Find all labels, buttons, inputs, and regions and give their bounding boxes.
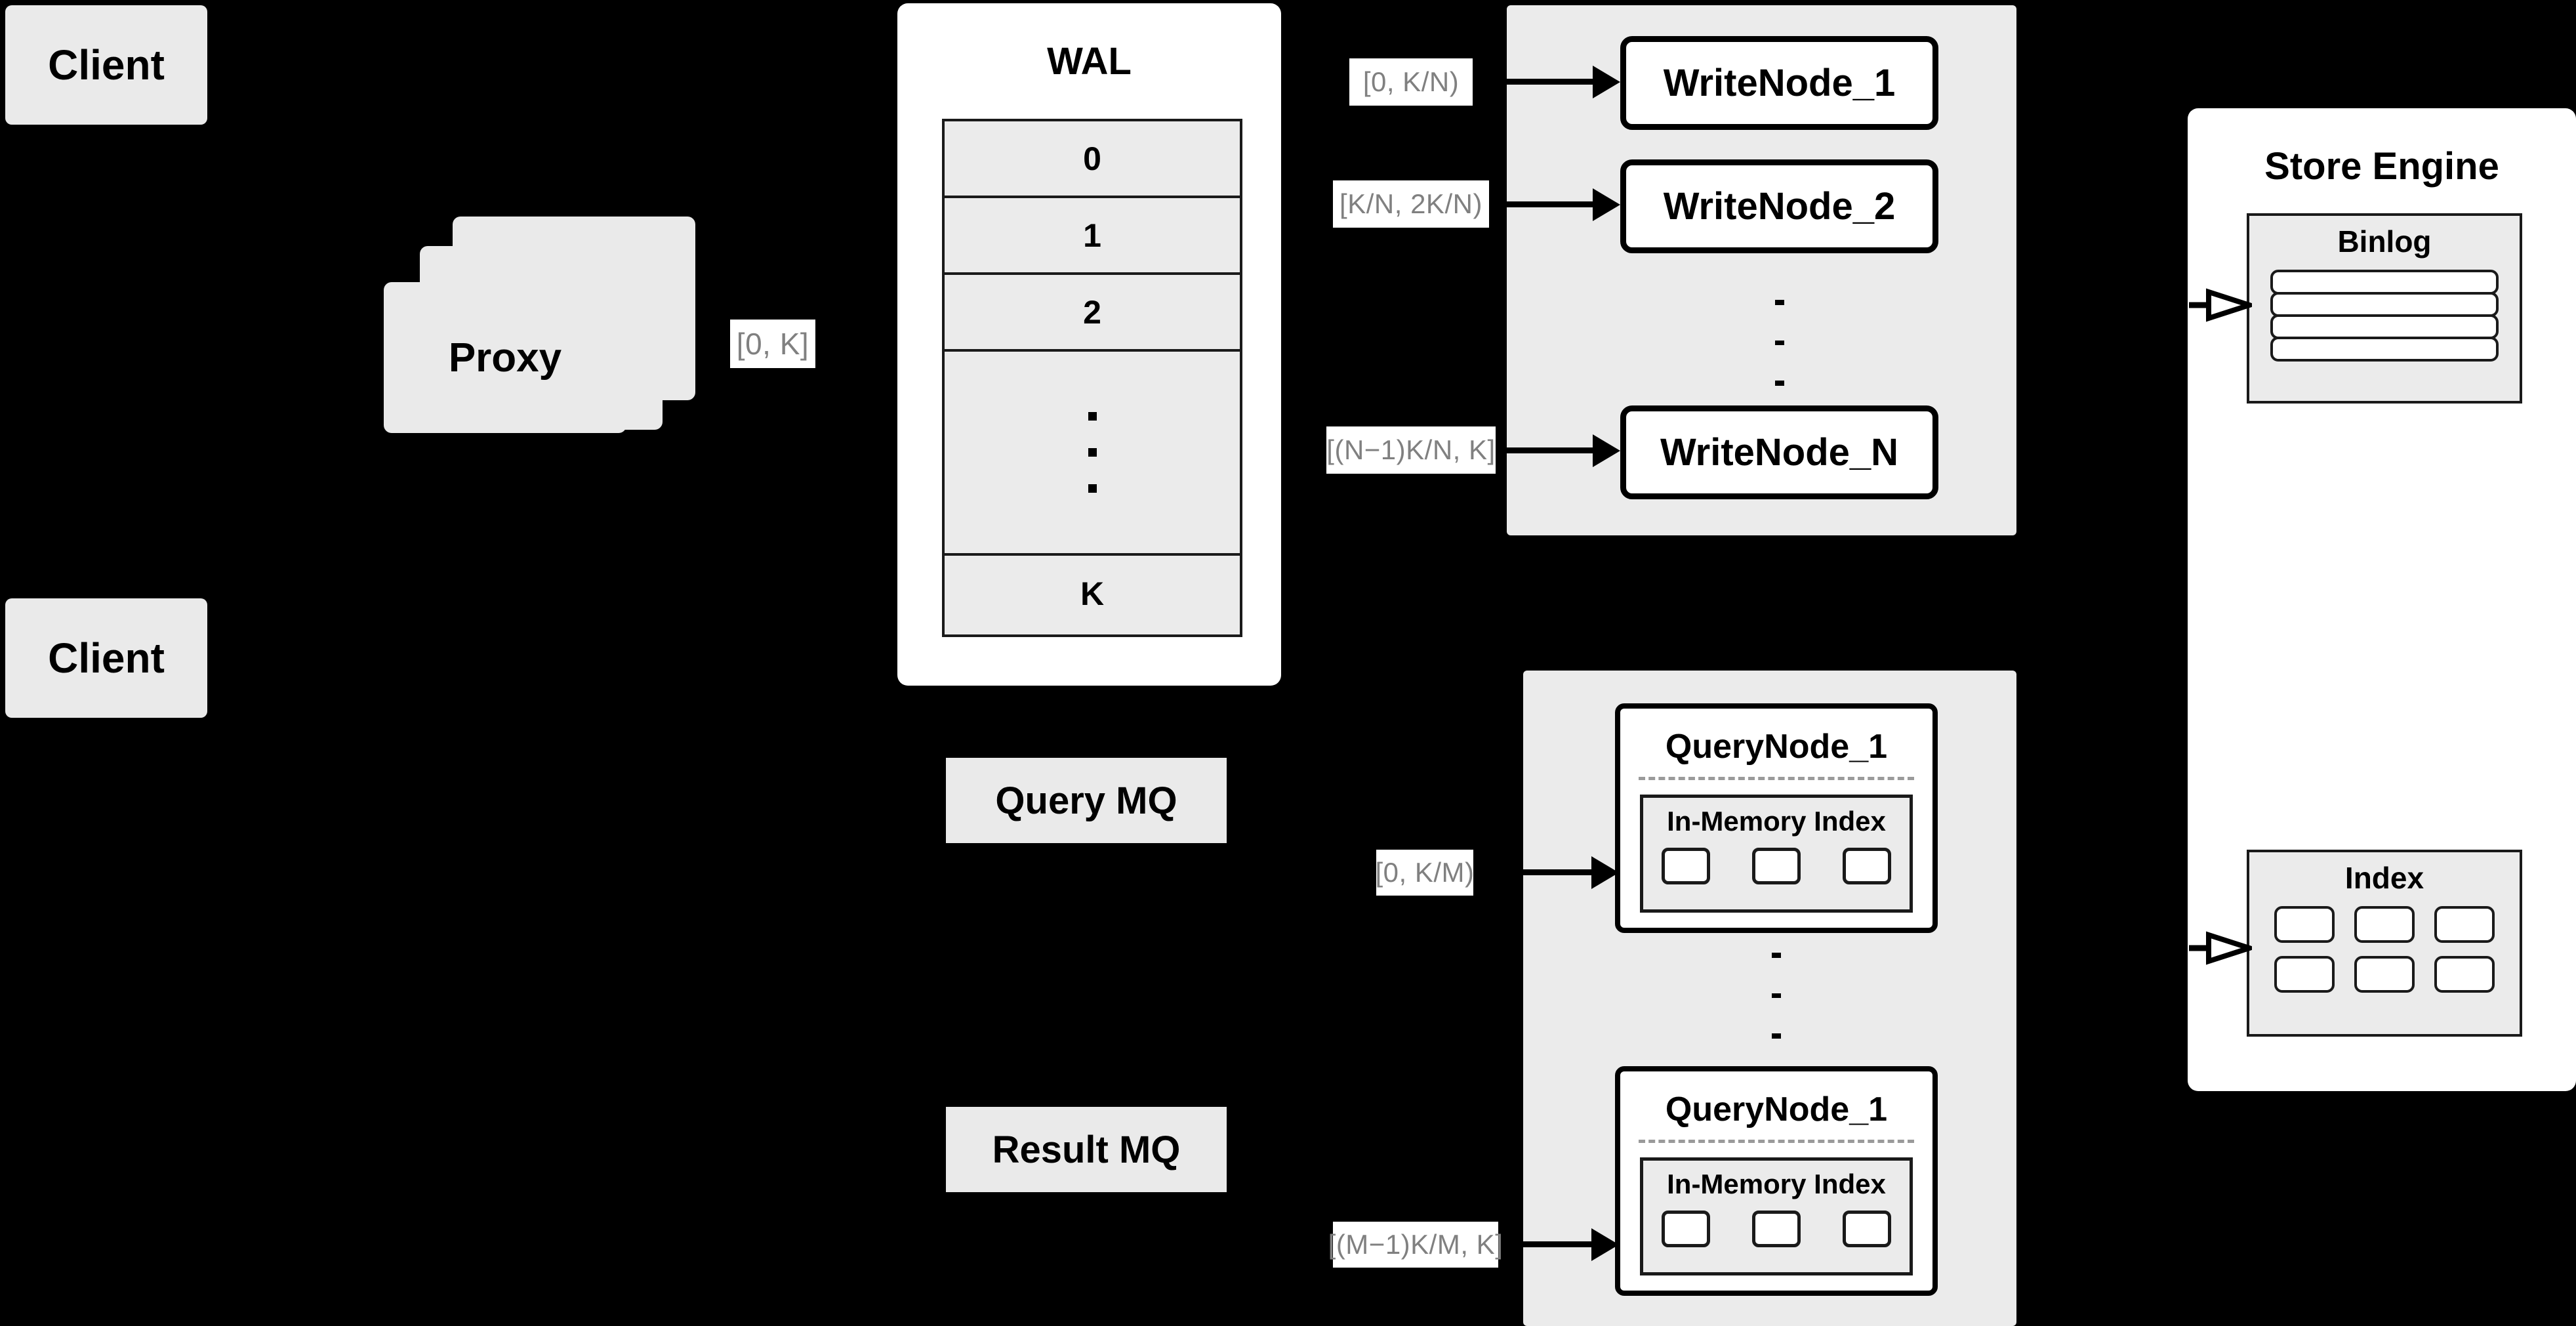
index-slot[interactable] (1752, 848, 1801, 884)
index-slot[interactable] (2434, 956, 2495, 993)
index-slot[interactable] (1662, 848, 1710, 884)
query-group-ellipsis (1763, 935, 1789, 1056)
proxy-output-range-label: [0, K] (730, 320, 815, 368)
arrow-head-query-1 (1591, 856, 1619, 889)
query-node-m-separator (1639, 1140, 1914, 1143)
index-slot[interactable] (1843, 848, 1891, 884)
query-node-1[interactable]: QueryNode_1 In-Memory Index (1615, 703, 1938, 933)
index-slot[interactable] (1843, 1211, 1891, 1247)
query-mq-box[interactable]: Query MQ (946, 758, 1227, 843)
query-node-m-inmemory-index-title: In-Memory Index (1667, 1169, 1886, 1199)
index-slot[interactable] (1662, 1211, 1710, 1247)
arrow-line-write-2 (1505, 201, 1594, 207)
wal-row-0[interactable]: 0 (945, 121, 1240, 198)
query-node-m-title: QueryNode_1 (1665, 1090, 1888, 1129)
query-node-m-range-label: [(M−1)K/M, K] (1328, 1222, 1503, 1268)
result-mq-box[interactable]: Result MQ (946, 1107, 1227, 1192)
binlog-slot[interactable] (2270, 270, 2499, 295)
wal-row-2[interactable]: 2 (945, 275, 1240, 352)
wal-row-ellipsis (945, 352, 1240, 556)
index-slot[interactable] (2274, 906, 2335, 943)
write-node-1-range-label: [0, K/N) (1349, 58, 1473, 106)
wal-panel: WAL 0 1 2 K (897, 3, 1281, 686)
binlog-slot[interactable] (2270, 292, 2499, 317)
arrow-head-write-n (1593, 434, 1620, 467)
write-node-2[interactable]: WriteNode_2 (1620, 159, 1938, 253)
arrow-line-write-1 (1505, 79, 1594, 85)
index-slot[interactable] (2354, 956, 2415, 993)
proxy-label: Proxy (448, 335, 562, 381)
write-node-1[interactable]: WriteNode_1 (1620, 36, 1938, 130)
binlog-slot[interactable] (2270, 314, 2499, 339)
index-title: Index (2344, 861, 2424, 895)
index-slot[interactable] (2354, 906, 2415, 943)
wal-title: WAL (1047, 40, 1132, 83)
index-slot[interactable] (2274, 956, 2335, 993)
arrow-line-query-m (1506, 1241, 1593, 1247)
query-node-1-separator (1639, 777, 1914, 780)
arrow-head-write-1 (1593, 66, 1620, 98)
index-open-arrow-icon (2189, 931, 2252, 965)
client-box-2[interactable]: Client (5, 598, 207, 718)
query-node-m[interactable]: QueryNode_1 In-Memory Index (1615, 1066, 1938, 1296)
arrow-head-query-m (1591, 1228, 1619, 1261)
proxy-card-front[interactable]: Proxy (384, 282, 626, 433)
query-node-1-title: QueryNode_1 (1665, 728, 1888, 766)
binlog-title: Binlog (2337, 224, 2432, 259)
client-box-1[interactable]: Client (5, 5, 207, 125)
binlog-open-arrow-icon (2189, 288, 2252, 322)
arrow-line-write-n (1505, 447, 1594, 453)
write-group-ellipsis (1767, 282, 1793, 404)
arrow-head-write-2 (1593, 188, 1620, 221)
index-slot[interactable] (1752, 1211, 1801, 1247)
wal-row-k[interactable]: K (1080, 575, 1105, 612)
store-engine-title: Store Engine (2264, 145, 2499, 188)
query-node-1-inmemory-index: In-Memory Index (1640, 795, 1913, 913)
client-label-1: Client (48, 41, 165, 89)
binlog-box: Binlog (2247, 213, 2522, 404)
query-node-1-index-slots (1662, 848, 1891, 884)
binlog-slot[interactable] (2270, 337, 2499, 362)
query-node-m-inmemory-index: In-Memory Index (1640, 1157, 1913, 1275)
wal-table: 0 1 2 K (942, 119, 1242, 637)
client-label-2: Client (48, 634, 165, 682)
arrow-line-query-1 (1506, 869, 1593, 875)
query-node-m-index-slots (1662, 1211, 1891, 1247)
write-node-2-range-label: [K/N, 2K/N) (1333, 180, 1489, 228)
query-node-1-range-label: [0, K/M) (1375, 850, 1474, 896)
write-node-n-range-label: [(N−1)K/N, K] (1326, 426, 1496, 474)
index-slot[interactable] (2434, 906, 2495, 943)
wal-row-1[interactable]: 1 (945, 198, 1240, 275)
index-box: Index (2247, 850, 2522, 1037)
query-node-1-inmemory-index-title: In-Memory Index (1667, 806, 1886, 837)
write-node-n[interactable]: WriteNode_N (1620, 405, 1938, 499)
